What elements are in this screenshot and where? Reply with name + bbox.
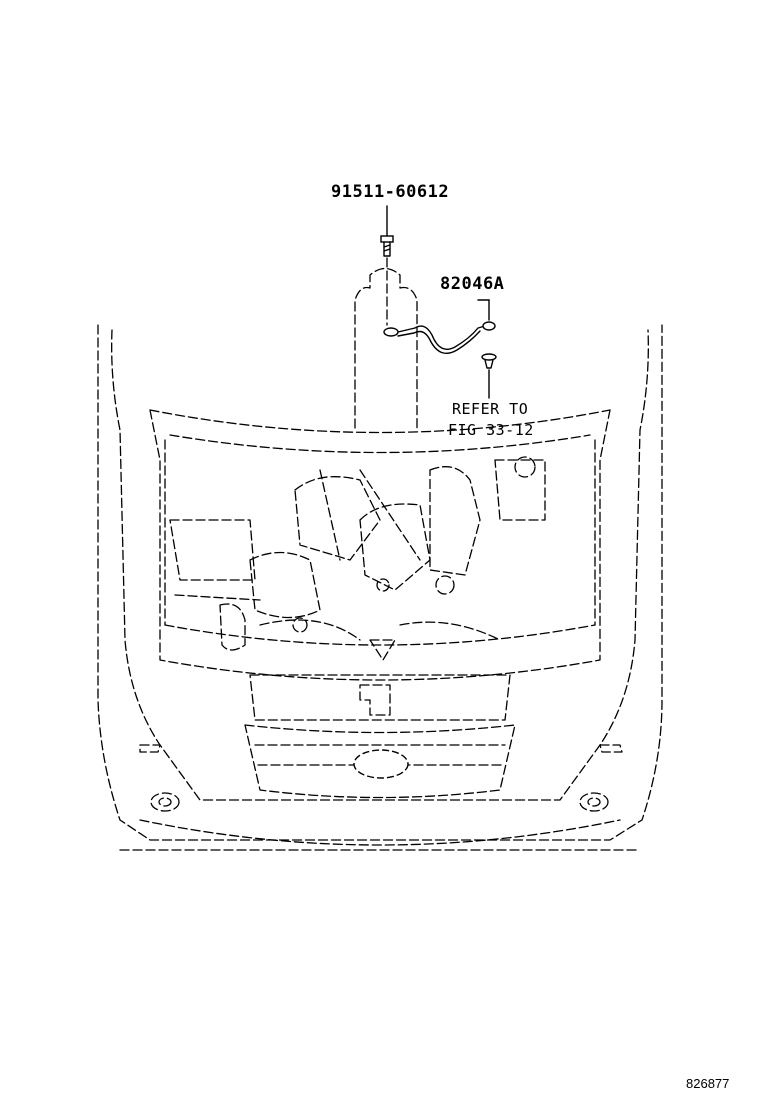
fog-lamps [150, 792, 609, 812]
reference-line-2: FIG 33-12 [448, 421, 534, 439]
bolt-91511 [380, 205, 394, 326]
engine-components [169, 456, 546, 661]
hood-opening [149, 409, 611, 681]
front-grille [139, 674, 623, 799]
illustration-id: 826877 [686, 1076, 730, 1091]
car-body-outline [97, 324, 663, 851]
clip [481, 353, 497, 399]
bolt-part-number: 91511-60612 [331, 182, 450, 202]
cable-part-number: 82046A [440, 274, 505, 294]
ground-cable-82046A [383, 299, 496, 354]
battery-bracket [354, 267, 418, 429]
reference-line-1: REFER TO [452, 400, 529, 418]
